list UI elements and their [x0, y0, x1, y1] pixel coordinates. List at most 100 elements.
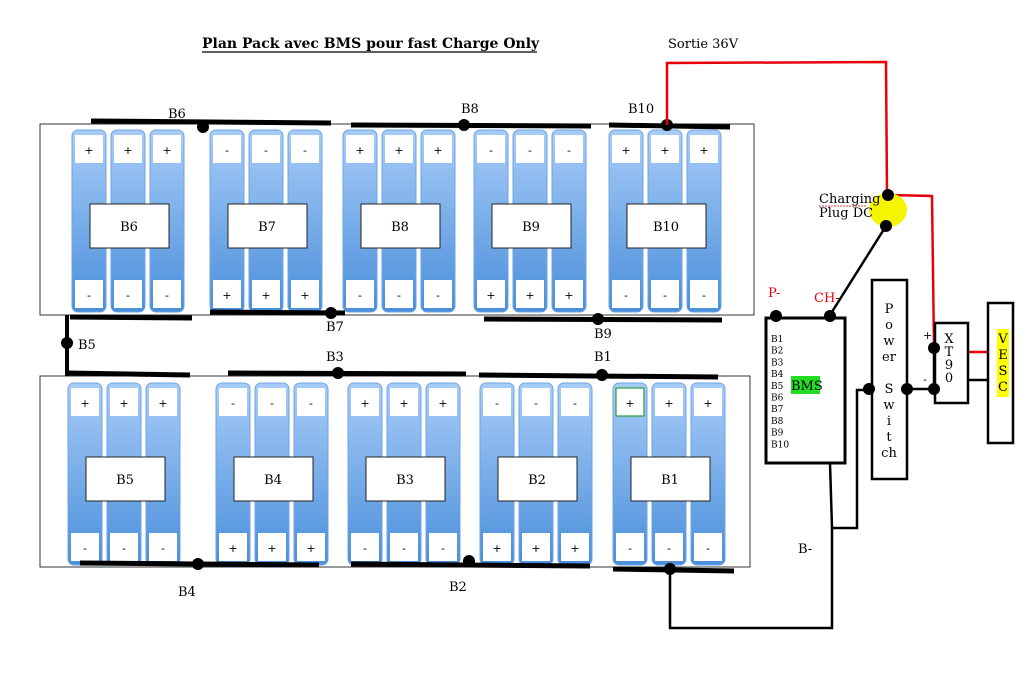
pack-label-box — [360, 203, 441, 249]
label-b6: B6 — [168, 107, 186, 122]
terminal-top — [351, 388, 379, 416]
terminal-bottom — [346, 280, 374, 308]
terminal-bottom — [71, 533, 99, 561]
pack-label-box — [630, 456, 711, 502]
pack-label: B7 — [258, 220, 276, 235]
terminal-top-sign: + — [399, 397, 408, 410]
terminal-bottom-sign: - — [126, 289, 130, 302]
terminal-bottom — [522, 533, 550, 561]
pack-label-box — [227, 203, 308, 249]
terminal-bottom-sign: - — [402, 542, 406, 555]
pack-label-box — [497, 456, 578, 502]
bms-lead-label: B4 — [771, 370, 784, 380]
switch-letter: er — [882, 350, 897, 365]
bus-bar-b6 — [90, 118, 332, 126]
terminal-bottom — [655, 533, 683, 561]
terminal-top — [555, 135, 583, 163]
node-b7 — [325, 307, 337, 319]
terminal-bottom — [690, 280, 718, 308]
pack-b1: +-+-+-B1 — [612, 382, 726, 566]
terminal-top — [219, 388, 247, 416]
terminal-bottom — [483, 533, 511, 561]
pack-b8: +-+-+-B8 — [342, 129, 456, 313]
selected-terminal-outline — [615, 387, 645, 417]
terminal-bottom-sign: - — [161, 542, 165, 555]
bms-lead-label: B6 — [771, 394, 784, 404]
pack-label-box — [626, 203, 707, 249]
terminal-top-sign: + — [703, 397, 712, 410]
pack-b7: -+-+-+B7 — [209, 129, 323, 313]
wire-bms-to-b-minus — [828, 462, 834, 529]
wire-plug-to-xt90 — [886, 193, 936, 348]
charging-plug-label-line1: Charging — [819, 192, 880, 207]
xt90-letter: T — [945, 345, 954, 360]
bms-lead-label: B9 — [771, 429, 784, 439]
bms-ch-minus-node — [824, 310, 836, 322]
bms-label: BMS — [791, 379, 823, 394]
terminal-top — [346, 135, 374, 163]
pack-b10: +-+-+-B10 — [608, 129, 722, 313]
terminal-top-sign: + — [119, 397, 128, 410]
wire-b10-to-plug — [665, 60, 889, 196]
terminal-top-sign: + — [80, 397, 89, 410]
bms-lead-label: B1 — [771, 335, 783, 345]
switch-letter: P — [885, 302, 894, 317]
terminal-bottom-sign: - — [83, 542, 87, 555]
b-minus-label: B- — [798, 542, 812, 557]
terminal-bottom — [651, 280, 679, 308]
terminal-top — [522, 388, 550, 416]
positive-wiring — [665, 60, 988, 354]
switch-input-node — [863, 383, 875, 395]
terminal-top — [75, 135, 103, 163]
terminal-bottom — [75, 280, 103, 308]
xt90-connector — [933, 321, 970, 405]
terminal-bottom-sign: - — [624, 289, 628, 302]
terminal-top — [694, 388, 722, 416]
label-b2: B2 — [449, 580, 467, 595]
terminal-top-sign: - — [264, 144, 268, 157]
terminal-bottom — [219, 533, 247, 561]
terminal-top — [561, 388, 589, 416]
pack-b6: +-+-+-B6 — [71, 129, 185, 313]
terminal-bottom-sign: - — [87, 289, 91, 302]
xt90-minus-label: - — [923, 373, 927, 386]
vesc-label-highlight — [997, 329, 1009, 397]
label-b4: B4 — [178, 585, 196, 600]
terminal-top — [258, 388, 286, 416]
terminal-bottom-sign: - — [165, 289, 169, 302]
switch-letter: t — [886, 430, 892, 445]
terminal-top-sign: - — [534, 397, 538, 410]
terminal-top — [385, 135, 413, 163]
terminal-top-sign: + — [699, 144, 708, 157]
node-b8 — [458, 119, 470, 131]
terminal-bottom — [114, 280, 142, 308]
vesc-letter: S — [999, 364, 1008, 379]
terminal-bottom — [390, 533, 418, 561]
xt90-letter: 0 — [945, 371, 953, 386]
terminal-top — [390, 388, 418, 416]
xt90-negative-node — [928, 383, 940, 395]
terminal-top — [291, 135, 319, 163]
switch-letter: i — [887, 414, 891, 429]
terminal-top-sign: - — [231, 397, 235, 410]
terminal-top — [690, 135, 718, 163]
terminal-bottom-sign: + — [228, 542, 237, 555]
terminal-top-sign: - — [309, 397, 313, 410]
terminal-bottom-sign: + — [486, 289, 495, 302]
terminal-top-sign: + — [621, 144, 630, 157]
label-b3: B3 — [326, 350, 344, 365]
terminal-top — [424, 135, 452, 163]
bus-bar-b7 — [209, 309, 346, 316]
xt90-plus-label: + — [923, 329, 932, 342]
terminal-bottom-sign: + — [261, 289, 270, 302]
pack-label-box — [85, 456, 166, 502]
bus-bar-b5-bottom — [66, 370, 191, 378]
terminal-top-sign: - — [489, 144, 493, 157]
terminal-bottom — [477, 280, 505, 308]
pack-label-box — [365, 456, 446, 502]
terminal-bottom — [153, 280, 181, 308]
terminal-bottom-sign: - — [436, 289, 440, 302]
battery-packs: +-+-+-B6-+-+-+B7+-+-+-B8-+-+-+B9+-+-+-B1… — [67, 129, 726, 566]
